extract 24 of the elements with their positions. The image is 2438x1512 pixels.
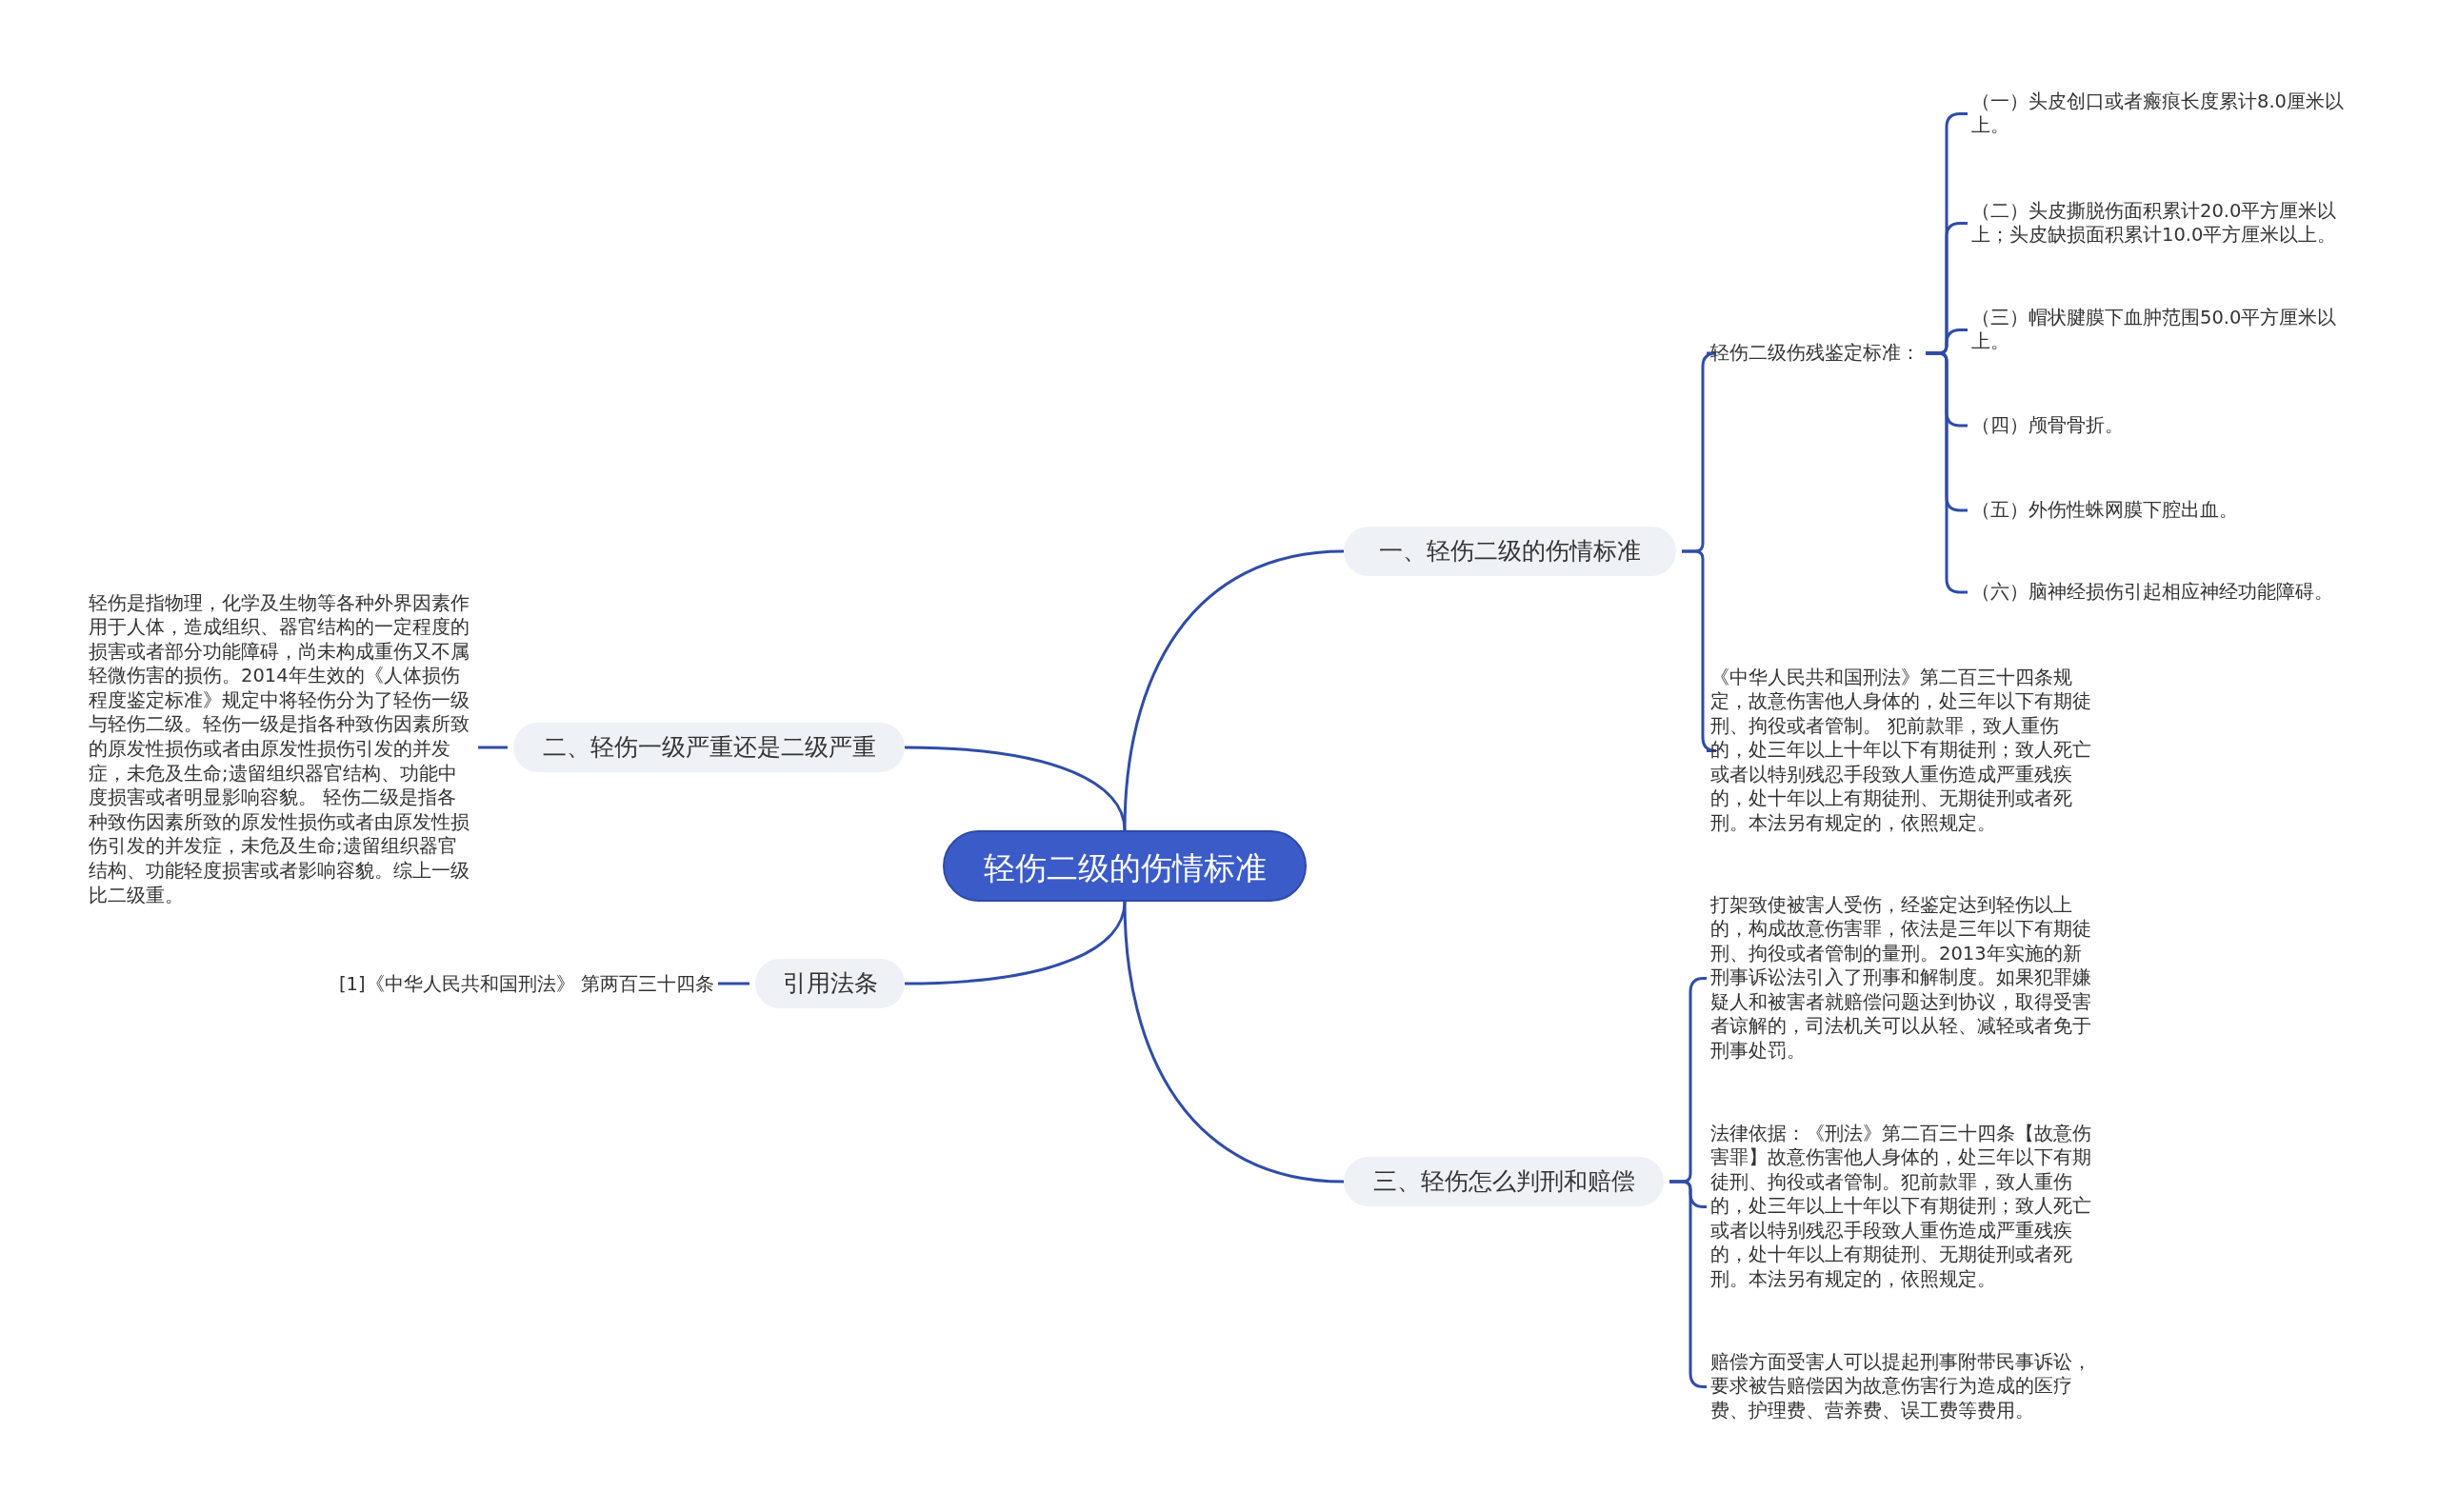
note-text: （四）颅骨骨折。 xyxy=(1971,413,2364,438)
topic-box: 一、轻伤二级的伤情标准 xyxy=(1344,527,1676,576)
note-text: 《中华人民共和国刑法》第二百三十四条规定，故意伤害他人身体的，处三年以下有期徒刑、拘役或者管制。 犯前款罪，致人重伤的，处三年以上十年以下有期徒刑；致人死亡或者以特别残忍手段致人重伤造成严重残疾的，处十年以上有期徒刑、无期徒刑或者死刑。本法另有规定的，依照规定。 xyxy=(1710,665,2096,836)
note-text: （五）外伤性蛛网膜下腔出血。 xyxy=(1971,498,2364,523)
note-text: （六）脑神经损伤引起相应神经功能障碍。 xyxy=(1971,580,2364,605)
topic-box: 三、轻伤怎么判刑和赔偿 xyxy=(1344,1157,1664,1206)
connector xyxy=(1123,549,1345,831)
topic-box: 二、轻伤一级严重还是二级严重 xyxy=(513,723,905,772)
note-text: （一）头皮创口或者瘢痕长度累计8.0厘米以上。 xyxy=(1971,89,2364,138)
connector xyxy=(904,746,1127,831)
connector xyxy=(478,746,508,749)
note-text: 轻伤是指物理，化学及生物等各种外界因素作用于人体，造成组织、器官结构的一定程度的损害或者部分功能障碍，尚未构成重伤又不属轻微伤害的损伤。2014年生效的《人体损伤程度鉴定标准》规定中将轻伤分为了轻伤一级与轻伤二级。轻伤一级是指各种致伤因素所致的原发性损伤或者由原发性损伤引发的并发症，未危及生命;遗留组织器官结构、功能中度损害或者明显影响容貌。 轻伤二级是指各种致伤因素所致的原发性损伤或者由原发性损伤引发的并发症，未危及生命;遗留组织器官结构、功能轻度损害或者影响容貌。综上一级比二级重。 xyxy=(89,590,474,908)
note-text: （二）头皮撕脱伤面积累计20.0平方厘米以上；头皮缺损面积累计10.0平方厘米以上。 xyxy=(1971,198,2364,248)
central-topic: 轻伤二级的伤情标准 xyxy=(943,829,1307,902)
connector xyxy=(1123,901,1345,1184)
note-text: 打架致使被害人受伤，经鉴定达到轻伤以上的，构成故意伤害罪，依法是三年以下有期徒刑、拘役或者管制的量刑。2013年实施的新刑事诉讼法引入了刑事和解制度。如果犯罪嫌疑人和被害者就赔偿问题达到协议，取得受害者谅解的，司法机关可以从轻、减轻或者免于刑事处罚。 xyxy=(1710,892,2096,1064)
connector xyxy=(718,982,749,985)
connector xyxy=(904,901,1127,985)
note-text: （三）帽状腱膜下血肿范围50.0平方厘米以上。 xyxy=(1971,305,2364,354)
note-text: 轻伤二级伤残鉴定标准： xyxy=(1710,341,1920,366)
note-text: 法律依据：《刑法》第二百三十四条【故意伤害罪】故意伤害他人身体的，处三年以下有期徒刑、拘役或者管制。犯前款罪，致人重伤的，处三年以上十年以下有期徒刑；致人死亡或者以特别残忍手段致人重伤造成严重残疾的，处十年以上有期徒刑、无期徒刑或者死刑。本法另有规定的，依照规定。 xyxy=(1710,1121,2096,1292)
note-text: 赔偿方面受害人可以提起刑事附带民事诉讼，要求被告赔偿因为故意伤害行为造成的医疗费、护理费、营养费、误工费等费用。 xyxy=(1710,1349,2096,1423)
topic-box: 引用法条 xyxy=(755,959,905,1008)
note-text: [1]《中华人民共和国刑法》 第两百三十四条 xyxy=(339,972,714,997)
